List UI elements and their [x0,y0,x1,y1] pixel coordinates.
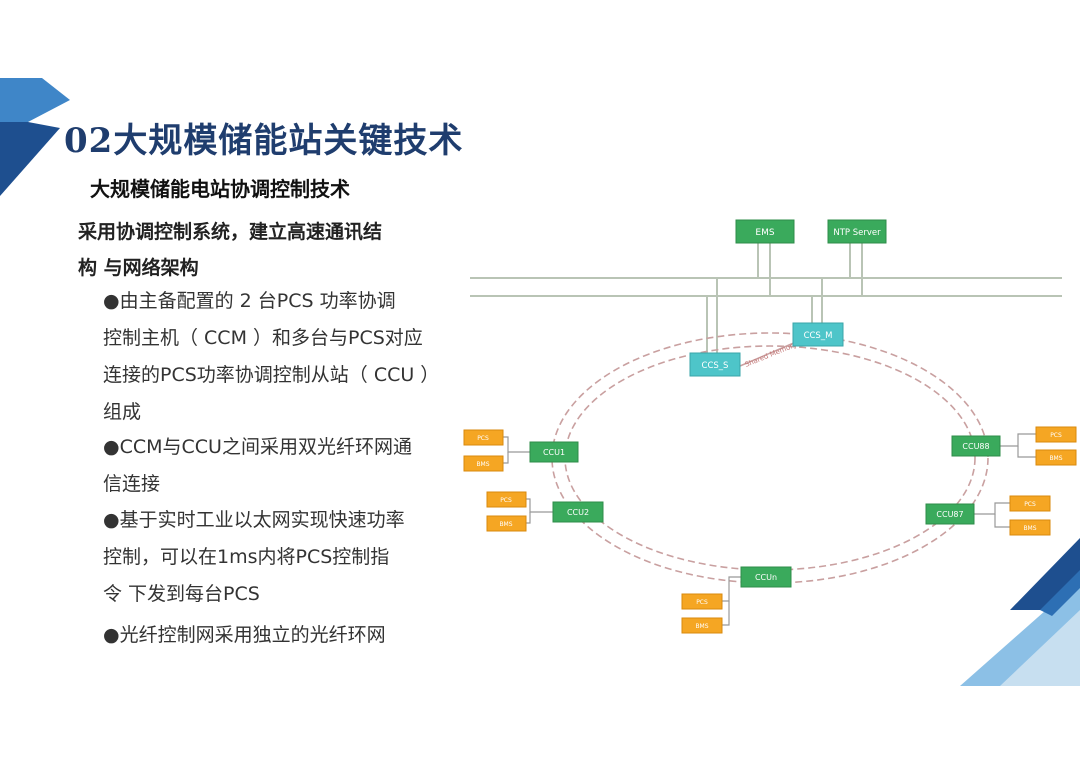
ccs-s-node [689,352,741,377]
ccu88-bms-link [1017,446,1036,458]
ccun-pcs-link [722,576,741,602]
bms-label: BMS [1049,455,1062,462]
ems-label: EMS [755,228,774,238]
ccu88-pcs-link [1000,433,1036,447]
ccu1-pcs-link [503,436,530,453]
section-subtitle: 大规模储能电站协调控制技术 [90,177,350,201]
intro-line: 构 与网络架构 [78,257,199,279]
bullet-line: ●光纤控制网采用独立的光纤环网 [103,624,386,646]
ccs-m-node [792,322,844,347]
intro-line: 采用协调控制系统，建立高速通讯结 [78,221,383,243]
ccs-s-label: CCS_S [702,361,729,371]
ntp-server-node [827,219,887,244]
bullet-item: ●CCM与CCU之间采用双光纤环网通 信连接 [103,429,412,503]
ccu87-node [925,503,975,525]
pcs-box [681,593,723,610]
bms-box [463,455,504,472]
ems-node [735,219,795,244]
bullet-item: ●光纤控制网采用独立的光纤环网 [103,617,386,654]
bullet-line: 组成 [103,401,142,423]
bullet-line: 信连接 [103,473,161,495]
ccu1-node [529,441,579,463]
bottom-right-triangle-mid [1000,610,1080,686]
pcs-label: PCS [477,435,489,442]
bullet-line: ●基于实时工业以太网实现快速功率 [103,509,405,531]
bottom-right-stripe [1040,570,1080,616]
bms-box [681,617,723,634]
ccu1-bms-link [503,452,509,464]
bms-box [486,515,527,532]
fiber-ring-outer [551,332,989,584]
pcs-label: PCS [1050,432,1062,439]
bullet-line: 连接的PCS功率协调控制从站（ CCU ） [103,364,440,386]
ccu2-node [552,501,604,523]
shared-memory-label: Shared Memory [744,341,798,369]
ntp-server-label: NTP Server [833,228,881,238]
ccu87-label: CCU87 [936,510,963,519]
fiber-ring-inner [564,345,976,571]
ccu87-pcs-link [974,502,1010,515]
bullet-line: 控制，可以在1ms内将PCS控制指 [103,546,390,568]
shared-memory-link [739,341,797,367]
bms-label: BMS [476,461,489,468]
ccu2-bms-link [526,512,531,524]
bullet-line: ●由主备配置的 2 台PCS 功率协调 [103,290,396,312]
ccun-label: CCUn [755,573,777,582]
bms-label: BMS [1023,525,1036,532]
bms-label: BMS [695,623,708,630]
pcs-box [1035,426,1077,443]
bullet-line: ●CCM与CCU之间采用双光纤环网通 [103,436,412,458]
page-title: 02大规模储能站关键技术 [64,121,464,161]
intro-text: 采用协调控制系统，建立高速通讯结 构 与网络架构 [78,214,382,286]
pcs-label: PCS [1024,501,1036,508]
top-left-chevron-light [0,78,70,122]
ccs-m-label: CCS_M [804,331,833,341]
bullet-line: 令 下发到每台PCS [103,583,260,605]
pcs-box [1009,495,1051,512]
ccu88-node [951,435,1001,457]
bms-label: BMS [499,521,512,528]
bullet-item: ●基于实时工业以太网实现快速功率 控制，可以在1ms内将PCS控制指 令 下发到… [103,502,405,613]
ccu87-bms-link [994,514,1010,528]
ccun-node [740,566,792,588]
bms-box [1035,449,1077,466]
top-left-chevron-dark [0,122,60,196]
pcs-label: PCS [500,497,512,504]
pcs-label: PCS [696,599,708,606]
ccun-bms-link [722,601,730,626]
ccu2-label: CCU2 [567,508,589,517]
bms-box [1009,519,1051,536]
bullet-line: 控制主机（ CCM ）和多台与PCS对应 [103,327,423,349]
ccu1-label: CCU1 [543,448,565,457]
pcs-box [463,429,504,446]
ccu88-label: CCU88 [962,442,989,451]
pcs-box [486,491,527,508]
bullet-item: ●由主备配置的 2 台PCS 功率协调 控制主机（ CCM ）和多台与PCS对应… [103,283,439,431]
ccu2-pcs-link [526,498,553,513]
